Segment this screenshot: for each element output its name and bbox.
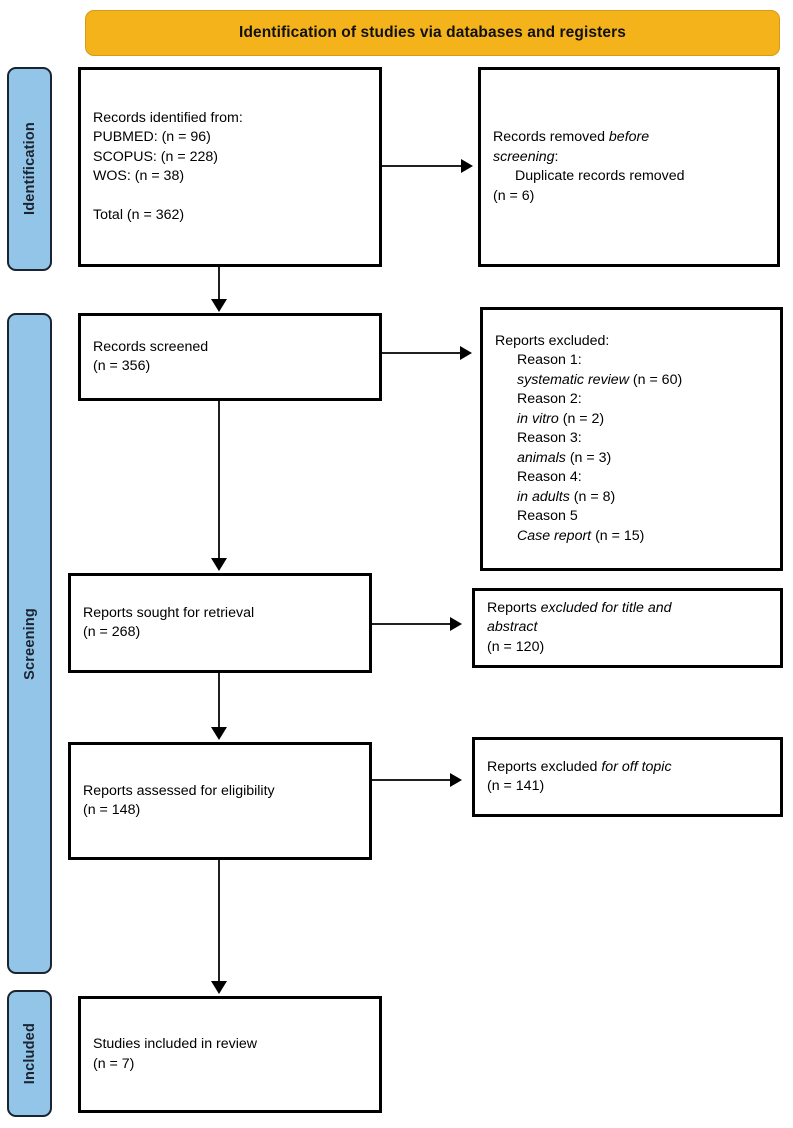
stage-label-included-text: Included [21, 1022, 38, 1085]
reason-4-detail-count: (n = 8) [569, 488, 616, 505]
studies-included-label: Studies included in review [93, 1036, 258, 1052]
reason-5-detail-italic: Case report [517, 527, 592, 544]
connector-screened-to-sought [218, 401, 220, 559]
box-reports-assessed: Reports assessed for eligibility (n = 14… [68, 742, 372, 860]
connector-assessed-to-excluded-topic [372, 779, 451, 781]
stage-label-screening-text: Screening [21, 607, 38, 680]
arrowhead-right-icon [450, 617, 462, 631]
records-removed-line2: screening: [493, 148, 765, 168]
reason-4-label: Reason 4: [517, 469, 582, 486]
box-studies-included: Studies included in review (n = 7) [78, 996, 382, 1113]
stage-label-included: Included [7, 990, 52, 1117]
arrowhead-down-icon [211, 299, 227, 312]
reports-sought-count: (n = 268) [83, 624, 141, 640]
reason-1-detail-count: (n = 60) [628, 371, 683, 388]
reason-3-detail-italic: animals [517, 449, 566, 466]
records-identified-total: Total (n = 362) [93, 206, 185, 223]
reason-3-detail: animals (n = 3) [495, 449, 768, 469]
arrowhead-right-icon [461, 159, 473, 173]
reason-4-detail: in adults (n = 8) [495, 488, 768, 508]
spacer [93, 187, 367, 206]
records-identified-pubmed: PUBMED: (n = 96) [93, 129, 211, 146]
box-records-screened: Records screened (n = 356) [78, 313, 382, 401]
studies-included-count: (n = 7) [93, 1055, 135, 1072]
arrowhead-down-icon [211, 981, 227, 994]
box-excluded-off-topic: Reports excluded for off topic (n = 141) [472, 737, 783, 817]
records-identified-scopus: SCOPUS: (n = 228) [93, 148, 218, 165]
reason-1-label: Reason 1: [517, 352, 582, 369]
banner-title: Identification of studies via databases … [239, 24, 626, 41]
box-records-removed: Records removed before screening: Duplic… [478, 67, 780, 267]
reason-2-detail-italic: in vitro [517, 410, 559, 427]
reason-2-detail: in vitro (n = 2) [495, 410, 768, 430]
excluded-topic-line1-plain: Reports excluded [487, 758, 602, 775]
records-screened-label: Records screened [93, 338, 209, 355]
arrowhead-right-icon [460, 346, 472, 360]
reason-5-label: Reason 5 [517, 508, 578, 525]
box-reports-excluded: Reports excluded: Reason 1: systematic r… [480, 307, 783, 571]
excluded-title-line2: abstract [487, 619, 538, 636]
reason-5-detail: Case report (n = 15) [495, 527, 768, 547]
reason-2-detail-count: (n = 2) [558, 410, 605, 427]
stage-label-screening: Screening [7, 313, 52, 974]
records-removed-count: (n = 6) [493, 187, 535, 204]
excluded-title-line1-plain: Reports [487, 599, 541, 616]
records-identified-wos: WOS: (n = 38) [93, 168, 185, 185]
reason-3-detail-count: (n = 3) [565, 449, 612, 466]
stage-label-identification: Identification [7, 67, 52, 271]
arrowhead-right-icon [450, 773, 462, 787]
connector-screened-to-excluded [382, 352, 461, 354]
excluded-topic-line1-italic: for off topic [601, 758, 672, 775]
records-removed-line1: Records removed before [493, 128, 765, 148]
records-removed-line2-italic: screening [493, 148, 555, 165]
connector-identified-to-removed [382, 165, 462, 167]
connector-assessed-to-included [218, 860, 220, 982]
reports-assessed-count: (n = 148) [83, 802, 141, 818]
excluded-topic-line1: Reports excluded for off topic [487, 758, 768, 778]
records-identified-line1: Records identified from: [93, 109, 243, 126]
connector-sought-to-assessed [218, 673, 220, 728]
arrowhead-down-icon [211, 558, 227, 571]
connector-identified-to-screened [218, 267, 220, 300]
box-records-identified: Records identified from: PUBMED: (n = 96… [78, 67, 382, 267]
banner-identification: Identification of studies via databases … [85, 10, 780, 56]
reason-1-detail-italic: systematic review [517, 371, 629, 388]
excluded-title-count: (n = 120) [487, 638, 545, 655]
arrowhead-down-icon [211, 727, 227, 740]
box-excluded-title-abstract: Reports excluded for title and abstract … [472, 588, 783, 668]
excluded-title-line1: Reports excluded for title and [487, 599, 768, 619]
reason-1-detail: systematic review (n = 60) [495, 371, 768, 391]
excluded-title-line1-italic: excluded for title and [540, 599, 672, 616]
reason-4-detail-italic: in adults [517, 488, 570, 505]
box-reports-sought: Reports sought for retrieval (n = 268) [68, 573, 372, 673]
reports-assessed-label: Reports assessed for eligibility [83, 782, 275, 799]
records-removed-line1-italic: before [608, 129, 650, 145]
reason-2-label: Reason 2: [517, 391, 582, 408]
records-removed-duplicates: Duplicate records removed [515, 168, 685, 184]
reason-3-label: Reason 3: [517, 430, 582, 447]
records-removed-line2-plain: : [554, 148, 559, 165]
reports-excluded-header: Reports excluded: [495, 332, 610, 349]
records-removed-line1-plain: Records removed [493, 129, 609, 145]
records-screened-count: (n = 356) [93, 358, 151, 374]
reason-5-detail-count: (n = 15) [591, 527, 645, 544]
reports-sought-label: Reports sought for retrieval [83, 604, 255, 621]
stage-label-identification-text: Identification [21, 122, 38, 216]
excluded-topic-count: (n = 141) [487, 778, 545, 794]
connector-sought-to-excluded-title [372, 623, 451, 625]
